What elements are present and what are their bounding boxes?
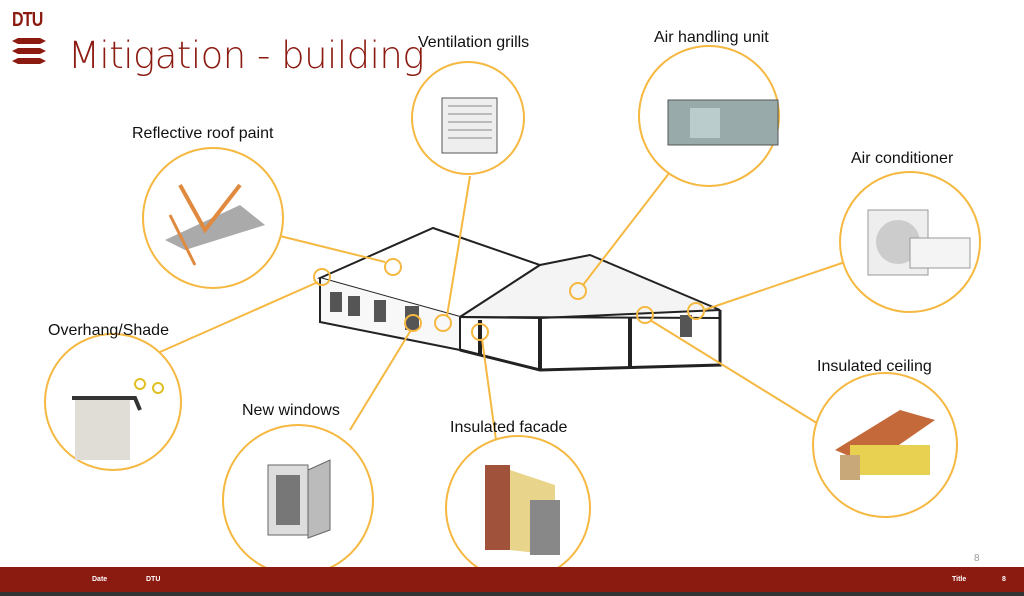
footer-page-number: 8 — [1002, 576, 1006, 583]
footer-bar: Date DTU Title 8 — [0, 567, 1024, 592]
label-air-handling-unit: Air handling unit — [654, 29, 769, 46]
label-ventilation-grills: Ventilation grills — [418, 34, 530, 51]
house-illustration — [317, 226, 722, 372]
facade-icon — [485, 465, 560, 555]
connector-lines — [159, 171, 846, 441]
house-windows — [330, 292, 692, 337]
label-new-windows: New windows — [242, 402, 340, 419]
page-marker: 8 — [974, 553, 980, 564]
label-reflective-roof-paint: Reflective roof paint — [132, 125, 274, 142]
label-insulated-ceiling: Insulated ceiling — [817, 358, 932, 375]
bottom-edge — [0, 592, 1024, 596]
hotspots — [313, 258, 705, 341]
label-overhang-shade: Overhang/Shade — [48, 322, 169, 339]
dtu-logo: DTU — [12, 9, 43, 31]
footer-title: Title — [952, 576, 967, 583]
roof-paint-icon — [165, 183, 265, 266]
page-title: Mitigation - building — [68, 34, 425, 77]
dtu-logo-icon — [12, 38, 46, 64]
overhang-icon — [72, 378, 164, 460]
label-air-conditioner: Air conditioner — [851, 150, 954, 167]
label-insulated-facade: Insulated facade — [450, 419, 568, 436]
footer-date: Date — [92, 576, 108, 583]
grill-icon — [441, 97, 498, 154]
ceiling-icon — [835, 410, 935, 480]
footer-org: DTU — [146, 576, 161, 583]
ahu-icon — [667, 99, 779, 146]
window-icon — [267, 459, 331, 539]
ac-icon — [867, 209, 971, 276]
